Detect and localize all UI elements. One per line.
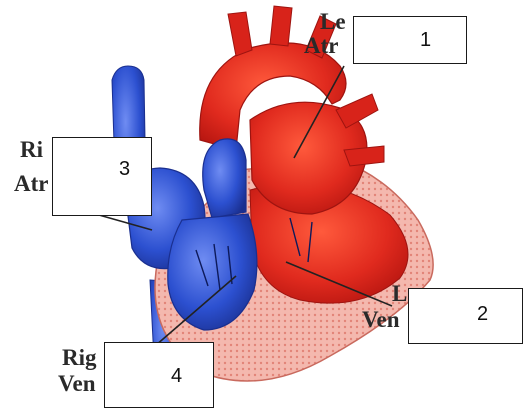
answer-box-3[interactable]: 3 [52, 137, 152, 216]
label-right-ventricle-line1: Rig [62, 346, 97, 370]
answer-box-2[interactable]: 2 [408, 288, 523, 344]
answer-box-4[interactable]: 4 [104, 342, 214, 408]
pulmonary-trunk [203, 139, 246, 218]
label-right-atrium-line1: Ri [20, 138, 43, 162]
aorta-branch-2 [270, 6, 292, 46]
label-left-ventricle-line2: Ven [362, 308, 400, 332]
answer-box-3-number: 3 [119, 158, 130, 181]
label-left-atrium-line2: Atr [304, 34, 338, 58]
answer-box-1[interactable]: 1 [353, 16, 467, 64]
answer-box-2-number: 2 [477, 303, 488, 326]
answer-box-4-number: 4 [171, 365, 182, 388]
label-right-atrium-line2: Atr [14, 172, 48, 196]
aorta-branch-1 [228, 12, 252, 56]
answer-box-1-number: 1 [420, 29, 431, 52]
label-left-ventricle-line1: L [392, 282, 407, 306]
label-right-ventricle-line2: Ven [58, 372, 96, 396]
label-left-atrium-line1: Le [320, 10, 346, 34]
